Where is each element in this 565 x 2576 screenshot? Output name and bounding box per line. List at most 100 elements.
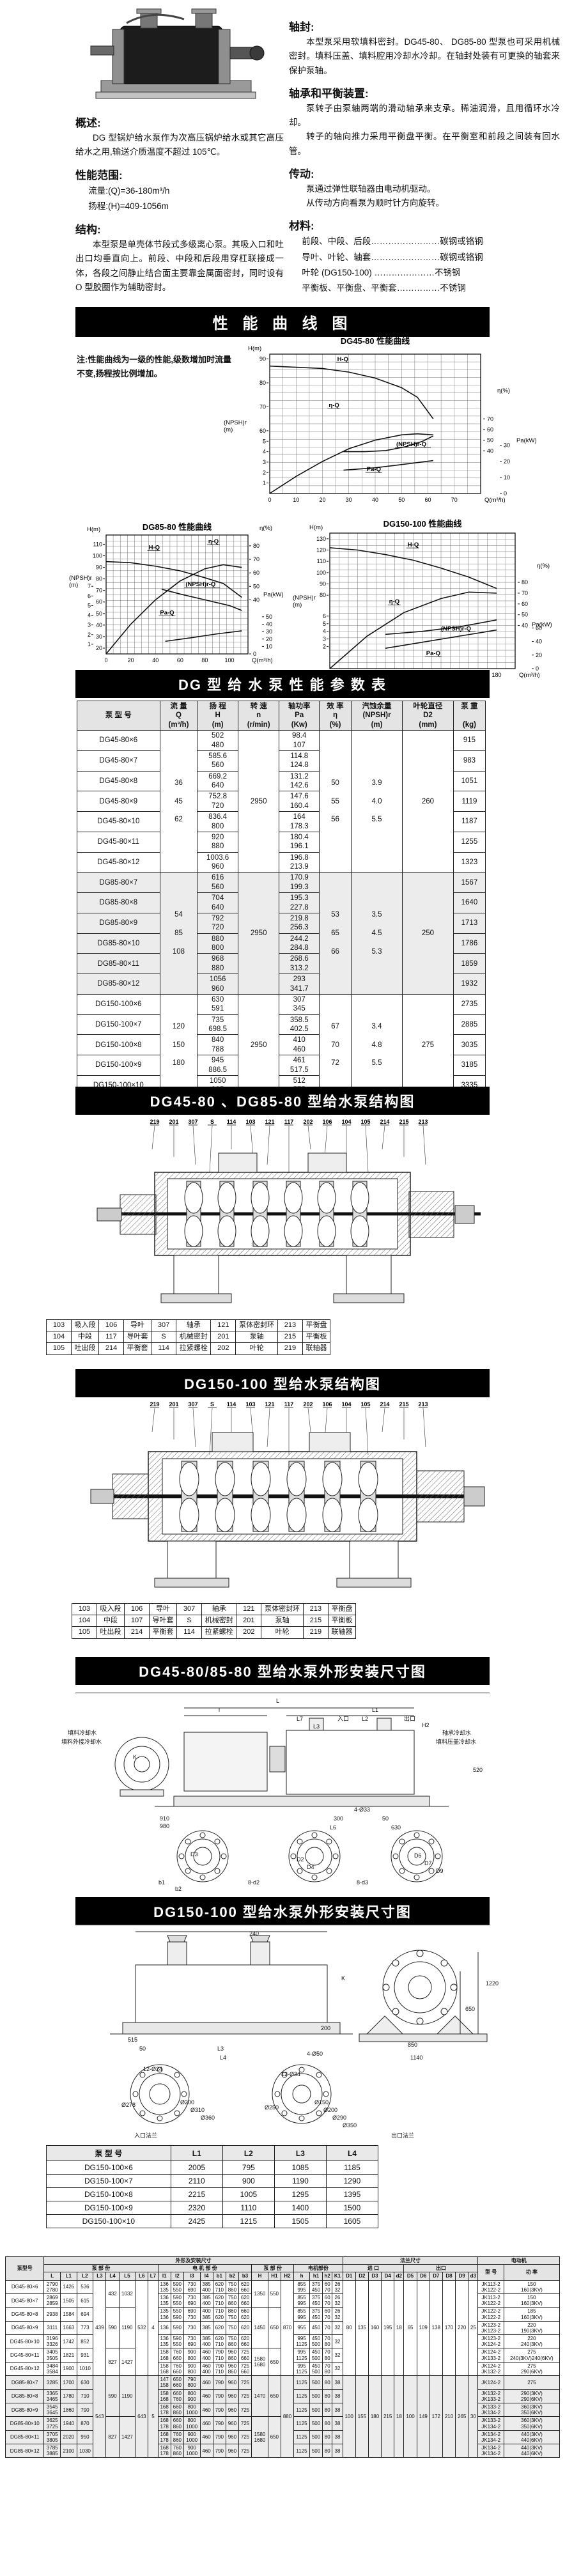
table-cell: 105 [46, 1342, 72, 1355]
table-cell: 107 [124, 1615, 150, 1627]
svg-text:80: 80 [522, 579, 528, 586]
table-cell: 65 [403, 2279, 417, 2377]
table-cell: DG150-100×7 [46, 2174, 171, 2188]
table-cell: 201 [210, 1331, 236, 1344]
svg-text:Pa(kW): Pa(kW) [263, 591, 284, 598]
table-cell: 210 [442, 2375, 456, 2458]
table-cell: 1821 [60, 2348, 77, 2363]
table-cell: 215 [277, 1331, 303, 1344]
table-cell: 500 [309, 2402, 323, 2417]
material-line-1: 前段、中段、后段……………………碳钢或铬钢 [302, 237, 483, 247]
table-cell: 电机部份 [293, 2264, 343, 2273]
drive-title: 传动: [289, 167, 314, 180]
table-cell: 2950 [237, 993, 280, 1096]
svg-text:180: 180 [491, 672, 501, 678]
svg-text:K: K [341, 1975, 345, 1982]
svg-text:60: 60 [96, 599, 102, 605]
table-cell: DG85-80×7 [77, 872, 160, 894]
table-cell: 80 [342, 2279, 356, 2377]
svg-text:10: 10 [293, 497, 299, 503]
table-cell: 1640 [453, 892, 486, 913]
table-cell: b1 [212, 2272, 226, 2281]
table-cell: L3 [93, 2272, 107, 2281]
table-cell: 960 [225, 2416, 239, 2431]
svg-text:50: 50 [382, 1815, 389, 1822]
table-cell: 32 [332, 2320, 343, 2336]
svg-text:D4: D4 [307, 1864, 314, 1870]
svg-text:980: 980 [160, 1823, 169, 1829]
table-cell: 吐出段 [96, 1626, 125, 1639]
table-cell: 泵 重(kg) [453, 700, 486, 731]
table-cell: 694 [76, 2307, 94, 2322]
svg-text:Ø150: Ø150 [314, 2099, 329, 2106]
table-cell: L4 [325, 2145, 379, 2161]
table-cell: 103 [46, 1319, 72, 1332]
svg-text:240: 240 [249, 1930, 259, 1937]
table-cell: 1605 [325, 2214, 379, 2228]
table-cell: 960 [225, 2402, 239, 2417]
table-cell: 500 [309, 2430, 323, 2445]
table-cell: 80 [322, 2389, 333, 2403]
table-cell: 1505 [274, 2214, 327, 2228]
table-cell: 联轴器 [302, 1342, 331, 1355]
table-cell: 1427 [118, 2416, 136, 2458]
table-cell: 1786 [453, 933, 486, 954]
svg-text:60: 60 [522, 601, 528, 607]
svg-text:4: 4 [323, 628, 326, 635]
table-cell: 吸入段 [70, 1319, 100, 1332]
table-cell: DG45-80×8 [4, 2307, 45, 2322]
svg-text:填料冷却水: 填料冷却水 [68, 1729, 97, 1736]
svg-text:120: 120 [316, 547, 326, 554]
table-cell: L7 [148, 2272, 159, 2281]
svg-text:105: 105 [360, 1119, 370, 1125]
table-cell: 机械密封 [176, 1331, 212, 1344]
svg-text:910: 910 [160, 1815, 169, 1822]
table-cell: 1125 [293, 2402, 310, 2417]
table-cell: 机械密封 [201, 1615, 237, 1627]
svg-text:106: 106 [322, 1119, 332, 1125]
svg-text:b1: b1 [159, 1879, 165, 1886]
svg-text:80: 80 [96, 576, 102, 582]
svg-text:117: 117 [284, 1401, 294, 1408]
svg-text:110: 110 [317, 558, 326, 564]
material-title: 材料: [289, 220, 314, 233]
table-cell: 1185 [325, 2161, 379, 2175]
table-cell: DG85-80×9 [4, 2402, 45, 2417]
svg-text:5: 5 [263, 438, 266, 444]
table-cell: 80 [322, 2416, 333, 2431]
table-cell: 550 [267, 2279, 281, 2308]
pump-photo [82, 4, 267, 109]
table-cell: 38 [332, 2389, 343, 2403]
svg-text:121: 121 [265, 1119, 274, 1125]
